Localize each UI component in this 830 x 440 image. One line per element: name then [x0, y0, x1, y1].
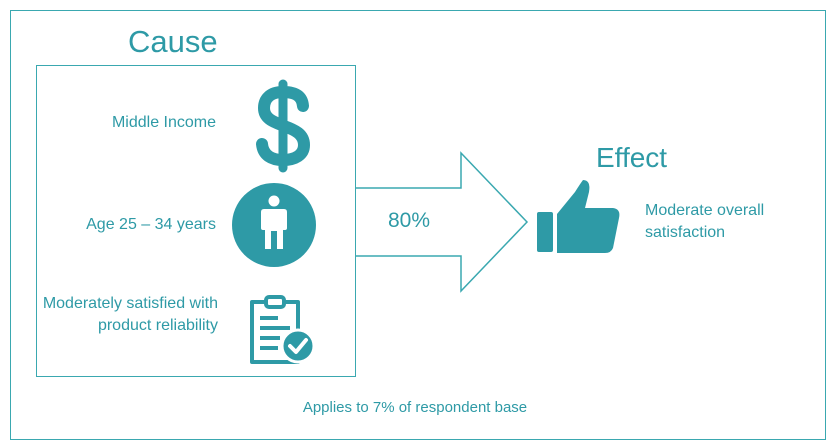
- cause-label-age: Age 25 – 34 years: [86, 216, 216, 233]
- percent-label: 80%: [388, 209, 431, 232]
- footer-note: Applies to 7% of respondent base: [302, 399, 528, 416]
- thumbs-up-icon: [537, 180, 620, 253]
- clipboard-check-icon: [250, 295, 316, 364]
- person-icon: [232, 183, 316, 267]
- cause-label-reliability: Moderately satisfied with product reliab…: [42, 295, 218, 334]
- cause-title: Cause: [128, 24, 218, 59]
- cause-label-income: Middle Income: [111, 114, 216, 131]
- effect-label: Moderate overall satisfaction: [645, 202, 765, 241]
- dollar-icon: [256, 79, 311, 173]
- cause-effect-arrow: [339, 151, 529, 293]
- effect-title: Effect: [596, 142, 668, 173]
